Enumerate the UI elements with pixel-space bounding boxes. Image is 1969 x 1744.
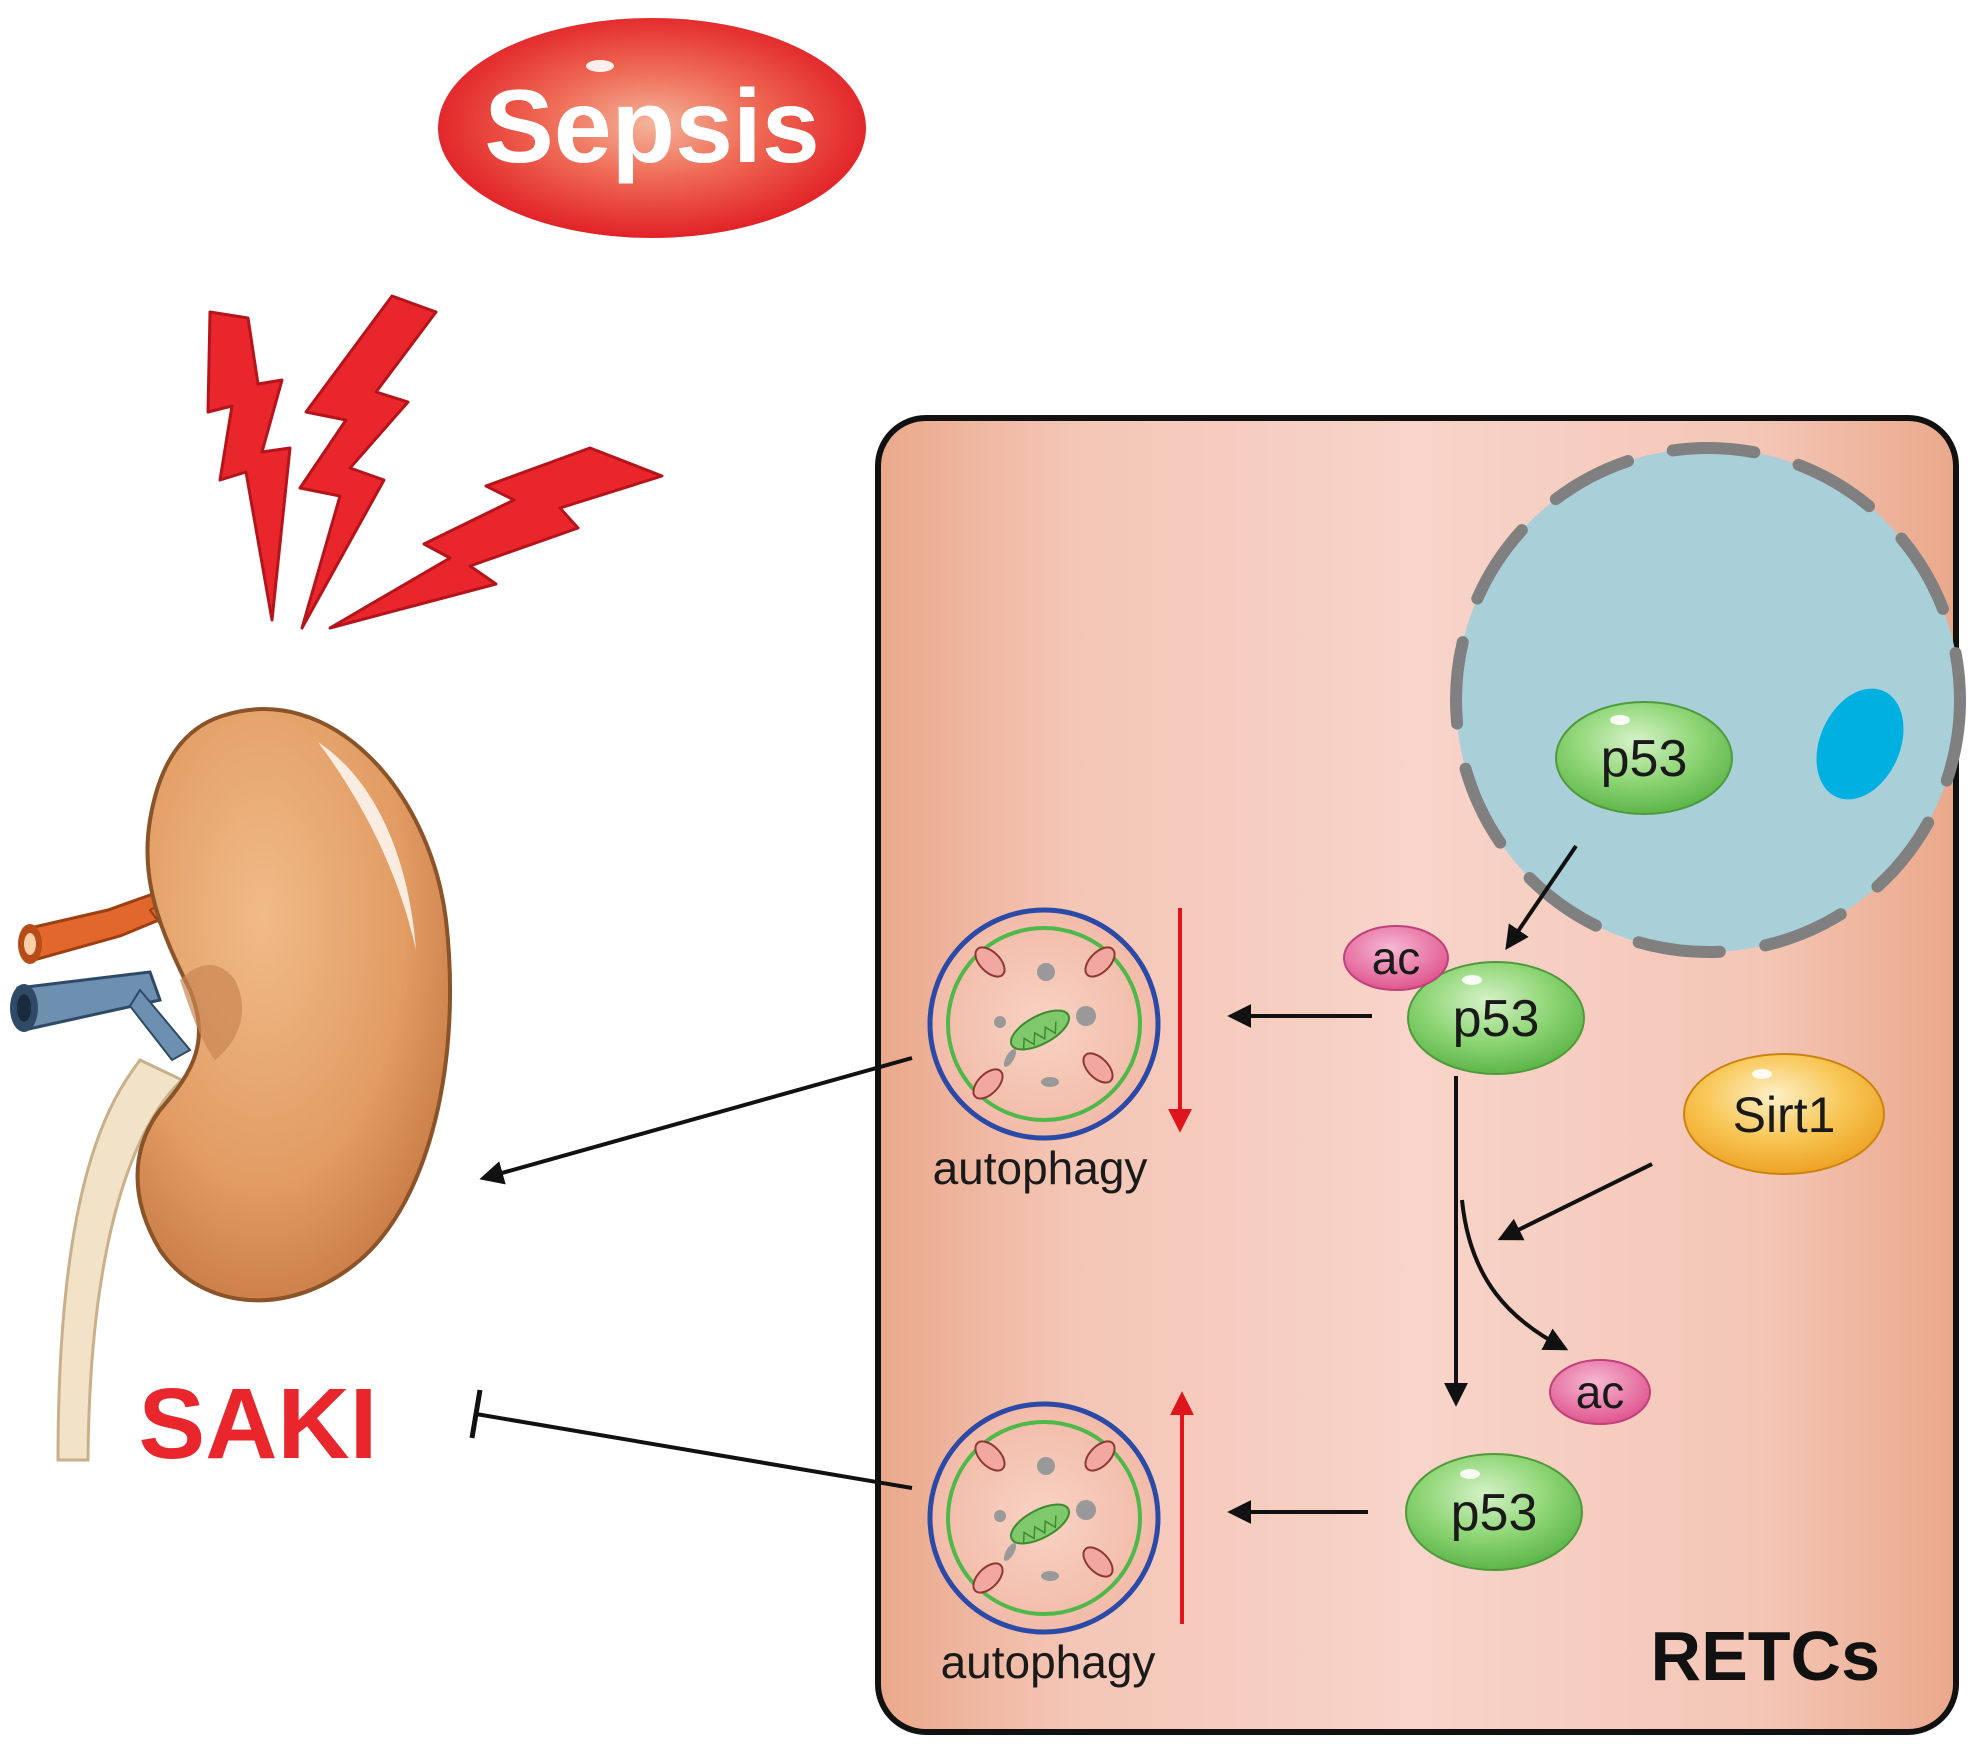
sirt1: Sirt1 <box>1683 1053 1885 1175</box>
sirt1-label: Sirt1 <box>1733 1087 1836 1143</box>
arrow-export <box>1505 844 1578 950</box>
sepsis-badge: Sepsis <box>438 18 866 238</box>
ac-tag-released: ac <box>1549 1359 1651 1425</box>
autophagy-top-label: autophagy <box>933 1142 1148 1194</box>
nuclear-p53-label: p53 <box>1601 730 1688 788</box>
autophagy-bottom-label: autophagy <box>941 1636 1156 1688</box>
lightning-icon <box>206 294 664 630</box>
ac-release-curve <box>1460 1199 1569 1351</box>
saki-label: SAKI <box>139 1368 378 1480</box>
deacetylated-p53: p53 <box>1405 1453 1583 1571</box>
autophagosome-top <box>927 907 1161 1141</box>
ac-tag-bound-label: ac <box>1372 932 1421 984</box>
kidney-body <box>135 707 452 1303</box>
sepsis-label: Sepsis <box>484 69 819 185</box>
lightning-bolt-2 <box>298 294 438 630</box>
nucleus <box>1450 442 1966 958</box>
kidney-illustration <box>10 707 452 1462</box>
nuclear-p53: p53 <box>1555 701 1733 815</box>
acetylated-p53: p53 <box>1407 961 1585 1075</box>
retcs-label: RETCs <box>1651 1617 1880 1695</box>
ac-tag-released-label: ac <box>1576 1366 1625 1418</box>
acetylated-p53-label: p53 <box>1453 990 1540 1048</box>
nucleolus <box>1816 688 1904 800</box>
arrow-sirt1 <box>1497 1162 1653 1241</box>
ac-tag-bound: ac <box>1343 925 1449 991</box>
autophagosome-bottom <box>927 1401 1161 1635</box>
lightning-bolt-3 <box>328 446 664 630</box>
lightning-bolt-1 <box>206 310 292 622</box>
deacetylated-p53-label: p53 <box>1451 1484 1538 1542</box>
retc-cell: p53 p53 ac <box>875 415 1966 1735</box>
arrow-autophagy-to-saki <box>479 1056 913 1185</box>
inhibition-autophagy-to-saki <box>469 1389 913 1490</box>
